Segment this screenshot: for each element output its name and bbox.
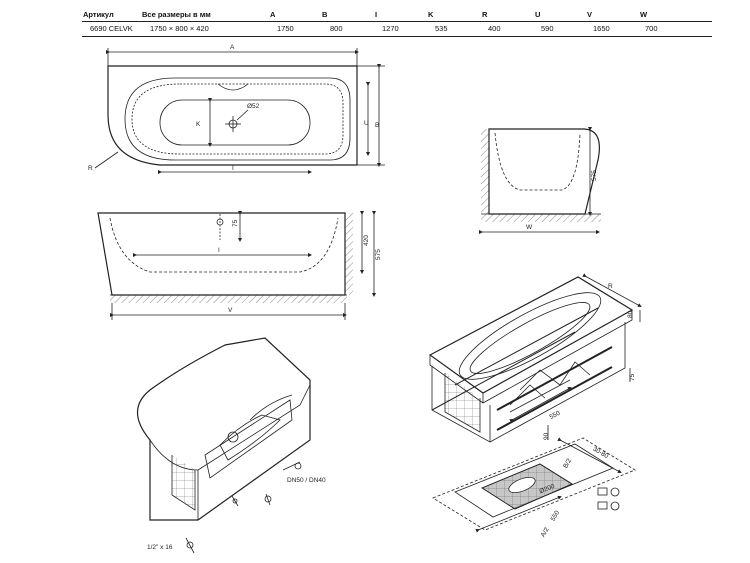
label-420: 420 bbox=[363, 235, 370, 246]
value-r: 400 bbox=[488, 24, 501, 33]
spec-table: Артикул Все размеры в мм A B I K R U V W… bbox=[0, 0, 750, 40]
label-550-frame: 550 bbox=[548, 410, 561, 421]
label-b: B bbox=[375, 122, 379, 129]
header-a: A bbox=[270, 10, 276, 19]
header-article: Артикул bbox=[83, 10, 114, 19]
label-80: 80 bbox=[627, 310, 634, 318]
label-screw: 1/2" x 16 bbox=[147, 544, 173, 551]
label-550-floor: 550 bbox=[550, 509, 562, 522]
value-w: 700 bbox=[645, 24, 658, 33]
label-k: K bbox=[196, 121, 201, 128]
header-b: B bbox=[322, 10, 328, 19]
label-b2: B/2 bbox=[562, 457, 573, 469]
header-sizes: Все размеры в мм bbox=[142, 10, 211, 19]
value-a: 1750 bbox=[277, 24, 294, 33]
header-w: W bbox=[640, 10, 648, 19]
floor-plan bbox=[432, 437, 636, 533]
label-575-end: 575 bbox=[591, 170, 598, 181]
table-bottom-rule bbox=[82, 36, 712, 37]
label-75-frame: 75 bbox=[629, 373, 636, 381]
value-sizes: 1750 × 800 × 420 bbox=[150, 24, 209, 33]
label-a: A bbox=[230, 44, 235, 51]
value-b: 800 bbox=[330, 24, 343, 33]
table-divider bbox=[82, 21, 712, 22]
legend-icons bbox=[597, 487, 620, 511]
value-k: 535 bbox=[435, 24, 448, 33]
value-v: 1650 bbox=[593, 24, 610, 33]
label-w: W bbox=[526, 224, 533, 231]
label-hole: Ø52 bbox=[247, 103, 260, 110]
label-i-side: I bbox=[218, 247, 220, 254]
value-i: 1270 bbox=[382, 24, 399, 33]
header-i: I bbox=[375, 10, 378, 19]
label-r-top: R bbox=[88, 165, 93, 172]
top-view bbox=[94, 48, 385, 174]
label-a2: A/2 bbox=[540, 526, 551, 538]
header-k: K bbox=[428, 10, 434, 19]
label-u: U bbox=[364, 120, 369, 127]
label-75: 75 bbox=[232, 219, 239, 227]
label-575-side: 575 bbox=[375, 249, 382, 260]
frame-view bbox=[428, 273, 642, 443]
header-u: U bbox=[535, 10, 541, 19]
end-view bbox=[479, 127, 601, 234]
label-r-frame: R bbox=[608, 283, 613, 290]
label-v: V bbox=[228, 307, 233, 314]
value-u: 590 bbox=[541, 24, 554, 33]
label-90: 90 bbox=[543, 432, 550, 440]
header-r: R bbox=[482, 10, 488, 19]
value-article: 6690 CELVK bbox=[90, 24, 133, 33]
bottom-view bbox=[137, 337, 311, 554]
header-v: V bbox=[587, 10, 593, 19]
side-view bbox=[97, 211, 376, 320]
label-i-top: I bbox=[232, 165, 234, 172]
label-drain: DN50 / DN40 bbox=[287, 477, 326, 484]
